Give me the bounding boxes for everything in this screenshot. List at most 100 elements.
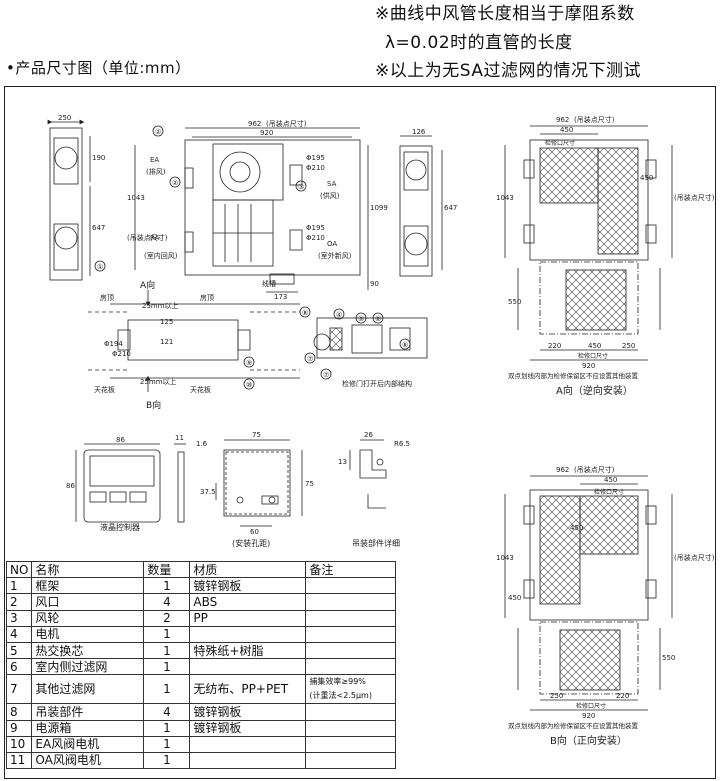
hanger-dim-26: 26 <box>364 431 373 439</box>
b-dim-450: 450 <box>604 476 617 484</box>
cell-note <box>305 609 397 627</box>
cell-name: 吊装部件 <box>31 703 145 721</box>
a-dim-1043-note: (吊装点尺寸) <box>674 193 715 202</box>
cell-name: 电机 <box>31 625 145 643</box>
ctrl-dim-11: 11 <box>175 434 184 442</box>
mount-holes-drawing <box>215 439 303 527</box>
cell-name: 其他过滤网 <box>31 674 145 705</box>
cell-qty: 1 <box>143 625 191 643</box>
dim-190: 190 <box>92 154 105 162</box>
label-phi1: Φ194 <box>104 340 123 348</box>
cell-name: 热交换芯 <box>31 641 145 660</box>
cell-material: ABS <box>189 593 307 611</box>
side-section <box>88 290 300 392</box>
label-b-dir: B向 <box>146 399 161 411</box>
callout-3: ③ <box>298 183 304 191</box>
label-sa-cn: (供风) <box>320 191 340 200</box>
cell-name: 框架 <box>31 577 145 595</box>
mount-dim-w: 75 <box>252 431 261 439</box>
a-dim-962: 962 <box>556 116 569 124</box>
cell-qty: 1 <box>143 577 191 595</box>
note-line-1: ※曲线中风管长度相当于摩阻系数 <box>375 4 635 24</box>
label-ceiling-board: 天花板 <box>94 385 115 394</box>
header-material: 材质 <box>189 560 307 579</box>
hanger-dim-r: R6.5 <box>394 440 410 448</box>
b-dim-962-note: (吊装点尺寸) <box>574 465 615 474</box>
dim-962-note: (吊装点尺寸) <box>266 119 307 128</box>
a-dim-1043: 1043 <box>496 194 514 202</box>
ctrl-caption: 液晶控制器 <box>100 522 140 532</box>
dimensions-title: •产品尺寸图（单位:mm） <box>6 59 191 77</box>
b-dim-1043-note: (吊装点尺寸) <box>674 553 715 562</box>
label-oa: OA <box>327 240 337 248</box>
dim-1043-note: (吊装点尺寸) <box>127 233 168 242</box>
note-line-2: λ=0.02时的直管的长度 <box>385 33 573 53</box>
dim-90: 90 <box>370 280 379 288</box>
note-method: (计重法<2.5μm) <box>309 691 372 701</box>
cell-note <box>305 577 397 595</box>
inner-structure-view <box>299 306 428 380</box>
label-phi-top: Φ195 <box>306 154 325 162</box>
a-insp2: 检修口尺寸 <box>578 352 608 360</box>
cell-qty: 1 <box>143 719 191 737</box>
header-qty: 数量 <box>143 560 191 579</box>
cell-note <box>305 593 397 611</box>
label-gap1: 25mm以上 <box>142 301 179 310</box>
header-name: 名称 <box>31 560 145 579</box>
dim-1043: 1043 <box>127 194 145 202</box>
callout-2: ② <box>155 128 161 136</box>
cell-note <box>305 719 397 737</box>
mount-dim-h: 75 <box>305 480 314 488</box>
label-phi-top2: Φ210 <box>306 164 325 172</box>
dim-920: 920 <box>260 129 273 137</box>
cell-name: 电源箱 <box>31 719 145 737</box>
callout-10: ⑩ <box>246 381 252 389</box>
b-dim-450b: 450 <box>570 524 583 532</box>
dim-126: 126 <box>412 128 426 136</box>
cell-material: 镀锌钢板 <box>189 577 307 595</box>
cell-no: 3 <box>5 609 33 627</box>
callout-6b: ⑥ <box>402 341 408 349</box>
label-oa-cn: (室外新风) <box>318 251 352 260</box>
b-dim-1043: 1043 <box>496 554 514 562</box>
b-note: 双点划线内部为检修保留区不应设置其他装置 <box>508 721 639 730</box>
cell-no: 6 <box>5 658 33 676</box>
cell-no: 7 <box>5 674 33 705</box>
cell-no: 1 <box>5 577 33 595</box>
label-ceiling2: 房顶 <box>200 293 214 302</box>
label-ea: EA <box>150 156 159 164</box>
b-dim-920: 920 <box>582 712 595 720</box>
hanger-dim-13: 13 <box>338 458 347 466</box>
cell-no: 5 <box>5 641 33 660</box>
header-no: NO <box>5 560 33 579</box>
callout-1: ① <box>97 263 103 271</box>
cell-qty: 1 <box>143 641 191 660</box>
note-line-3: ※以上为无SA过滤网的情况下测试 <box>375 61 641 81</box>
dim-1099: 1099 <box>370 204 388 212</box>
cell-name: 风轮 <box>31 609 145 627</box>
table-header-row: NO 名称 数量 材质 备注 <box>5 560 397 579</box>
a-dim-250: 250 <box>622 342 635 350</box>
dim-647-right: 647 <box>444 204 457 212</box>
cell-name: 室内侧过滤网 <box>31 658 145 676</box>
cell-qty: 1 <box>143 735 191 753</box>
label-phi-bot: Φ195 <box>306 224 325 232</box>
hanger-drawing <box>349 439 387 509</box>
cell-name: 风口 <box>31 593 145 611</box>
mount-caption: (安装孔距) <box>232 538 270 548</box>
a-note: 双点划线内部为检修保留区不应设置其他装置 <box>508 371 639 380</box>
a-insp: 检修口尺寸 <box>545 139 575 147</box>
cell-no: 8 <box>5 703 33 721</box>
b-view <box>504 475 673 711</box>
cell-note: 捕集效率≥99%(计重法<2.5μm) <box>305 674 397 705</box>
cell-note <box>305 625 397 643</box>
label-ceiling: 房顶 <box>100 293 114 302</box>
label-d121: 121 <box>160 338 173 346</box>
